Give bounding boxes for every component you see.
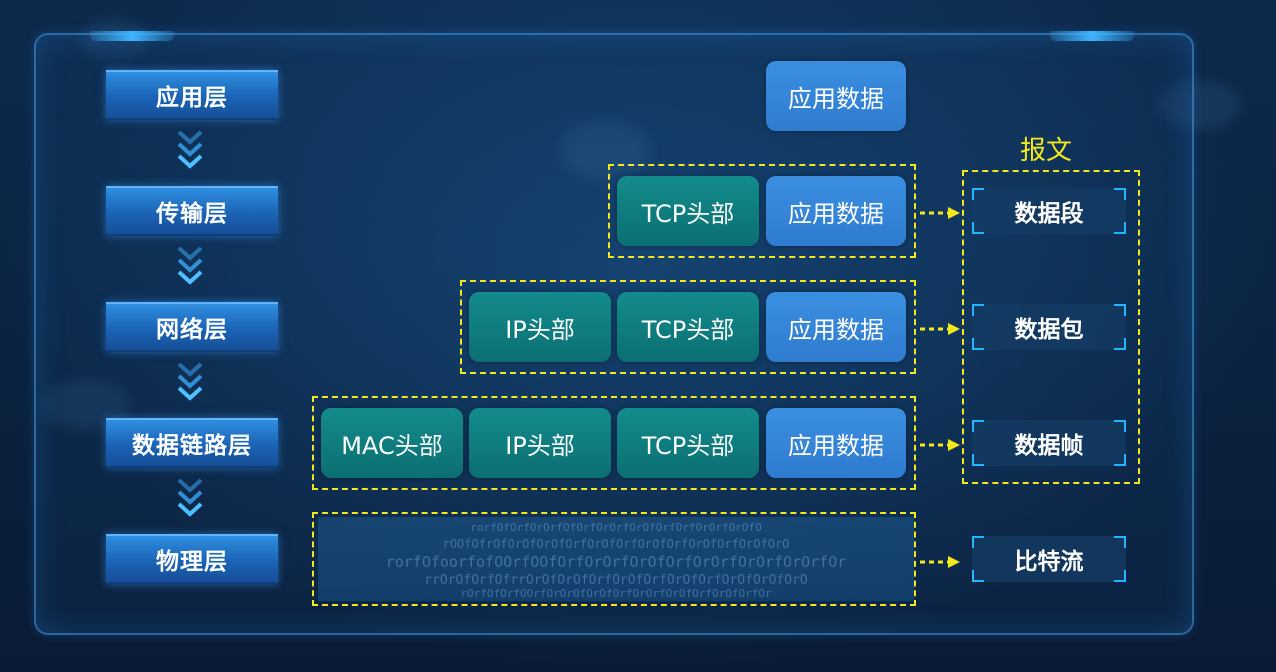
block-app-data: 应用数据 [766,61,906,131]
unit-packet: 数据包 [972,304,1126,350]
block-tcp-header: TCP头部 [617,292,759,362]
bitstream-dashed-box [312,512,916,606]
bitstream-line: rOOfOfrOfOrOfOrOfOrfOrOfOrfOrOfOrfOrOfOr… [442,537,790,551]
block-app-data: 应用数据 [766,176,906,246]
chevron-down-icon [177,362,203,401]
background-glow [1160,80,1240,130]
arrow-right-icon [920,556,960,568]
bitstream-line: rorfOfOrfOrOrfOfOrfOrOrfOrOfOrfOrfOrOrfO… [470,521,762,534]
segment-dashed-box [608,164,916,258]
packet-dashed-box [460,280,916,374]
unit-packet-label: 数据包 [1014,317,1084,343]
arrow-right-icon [920,439,960,451]
block-app-data: 应用数据 [766,408,906,478]
arrow-right-icon [920,323,960,335]
unit-bitstream: 比特流 [972,536,1126,582]
block-tcp-header: TCP头部 [617,176,759,246]
chevron-down-icon [177,478,203,517]
bitstream-line: rOrfOfOrfOOrfOrOrOfOrOfOrfOrOrfOrOfOrfOr… [460,587,772,600]
frame-dashed-box [312,396,916,490]
chevron-down-icon [177,246,203,285]
block-ip-header: IP头部 [469,408,611,478]
block-app-data: 应用数据 [766,292,906,362]
unit-frame: 数据帧 [972,420,1126,466]
bitstream-area: rorfOfOrfOrOrfOfOrfOrOrfOrOfOrfOrfOrOrfO… [318,517,914,601]
block-tcp-header: TCP头部 [617,408,759,478]
block-ip-header: IP头部 [469,292,611,362]
layer-transport: 传输层 [106,186,278,236]
layer-physical: 物理层 [106,534,278,584]
layer-application: 应用层 [106,70,278,120]
block-mac-header: MAC头部 [321,408,463,478]
unit-bitstream-label: 比特流 [1014,549,1084,575]
message-dashed-box [962,170,1140,484]
unit-frame-label: 数据帧 [1014,433,1084,459]
chevron-down-icon [177,130,203,169]
frame-accent-left [90,31,174,41]
background-glow [560,120,650,180]
bitstream-line: rorfOfoorfofOOrfOOfOrfOrOrfOrOfOrfOrOrfO… [385,553,847,571]
arrow-right-icon [920,207,960,219]
unit-segment-label: 数据段 [1014,201,1084,227]
layer-network: 网络层 [106,302,278,352]
frame-accent-right [1050,31,1134,41]
message-title: 报文 [1020,136,1073,166]
layer-datalink: 数据链路层 [106,418,278,468]
bitstream-line: rrOrOfOrfOfrrOrOfOrOfOrfOrOfOrfOrOfOrfOr… [424,573,808,588]
unit-segment: 数据段 [972,188,1126,234]
